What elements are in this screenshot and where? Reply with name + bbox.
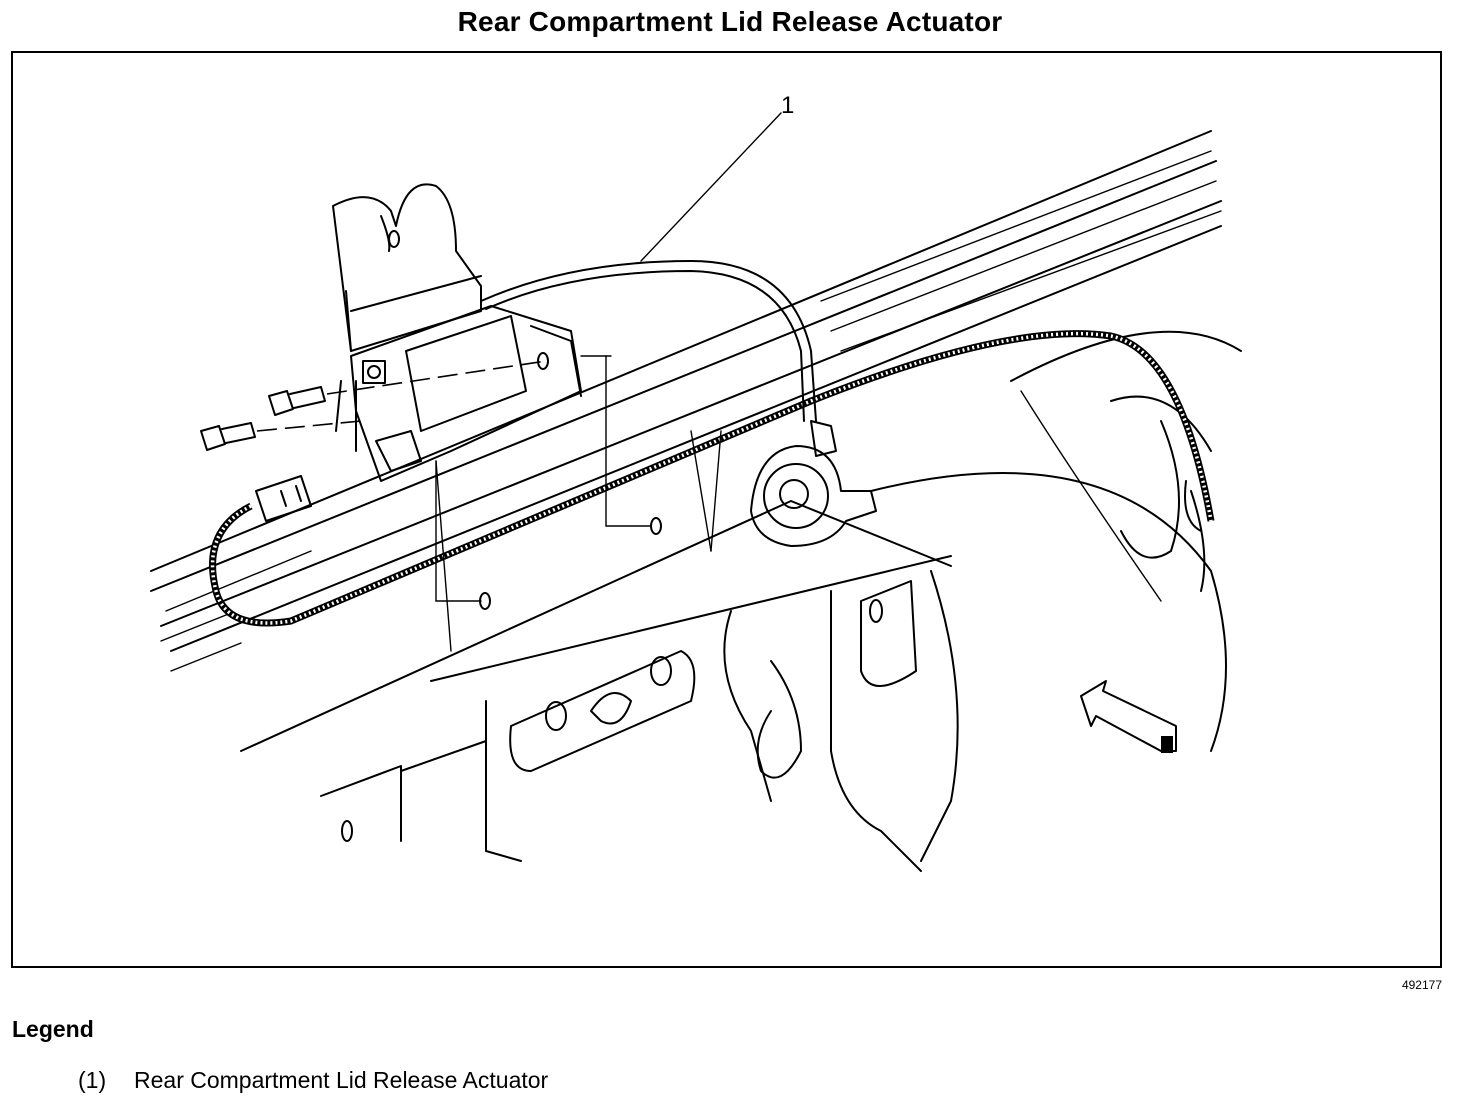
- trunk-opening: [870, 330, 1242, 752]
- release-actuator: [332, 183, 582, 482]
- legend-heading: Legend: [12, 1016, 94, 1042]
- alignment-lines: [435, 352, 722, 652]
- legend-item-number: (1): [78, 1067, 107, 1093]
- mounting-bolts: [200, 360, 547, 451]
- legend-item: (1) Rear Compartment Lid Release Actuator: [78, 1067, 548, 1094]
- diagram-title: Rear Compartment Lid Release Actuator: [457, 6, 1003, 37]
- actuator-illustration: 1: [150, 92, 1242, 872]
- body-rails: [150, 130, 1222, 752]
- release-cable: [480, 260, 817, 422]
- view-arrow-icon: [1080, 680, 1177, 753]
- electrical-connector: [255, 475, 312, 522]
- figure-number: 492177: [1401, 978, 1442, 992]
- callout-1: 1: [640, 92, 794, 262]
- callout-label: 1: [781, 92, 794, 119]
- wiring-harness: [209, 330, 1215, 627]
- legend-item-label: Rear Compartment Lid Release Actuator: [134, 1067, 549, 1093]
- lower-panel: [320, 570, 959, 872]
- illustration-frame: [11, 51, 1442, 968]
- lock-cylinder: [750, 420, 877, 547]
